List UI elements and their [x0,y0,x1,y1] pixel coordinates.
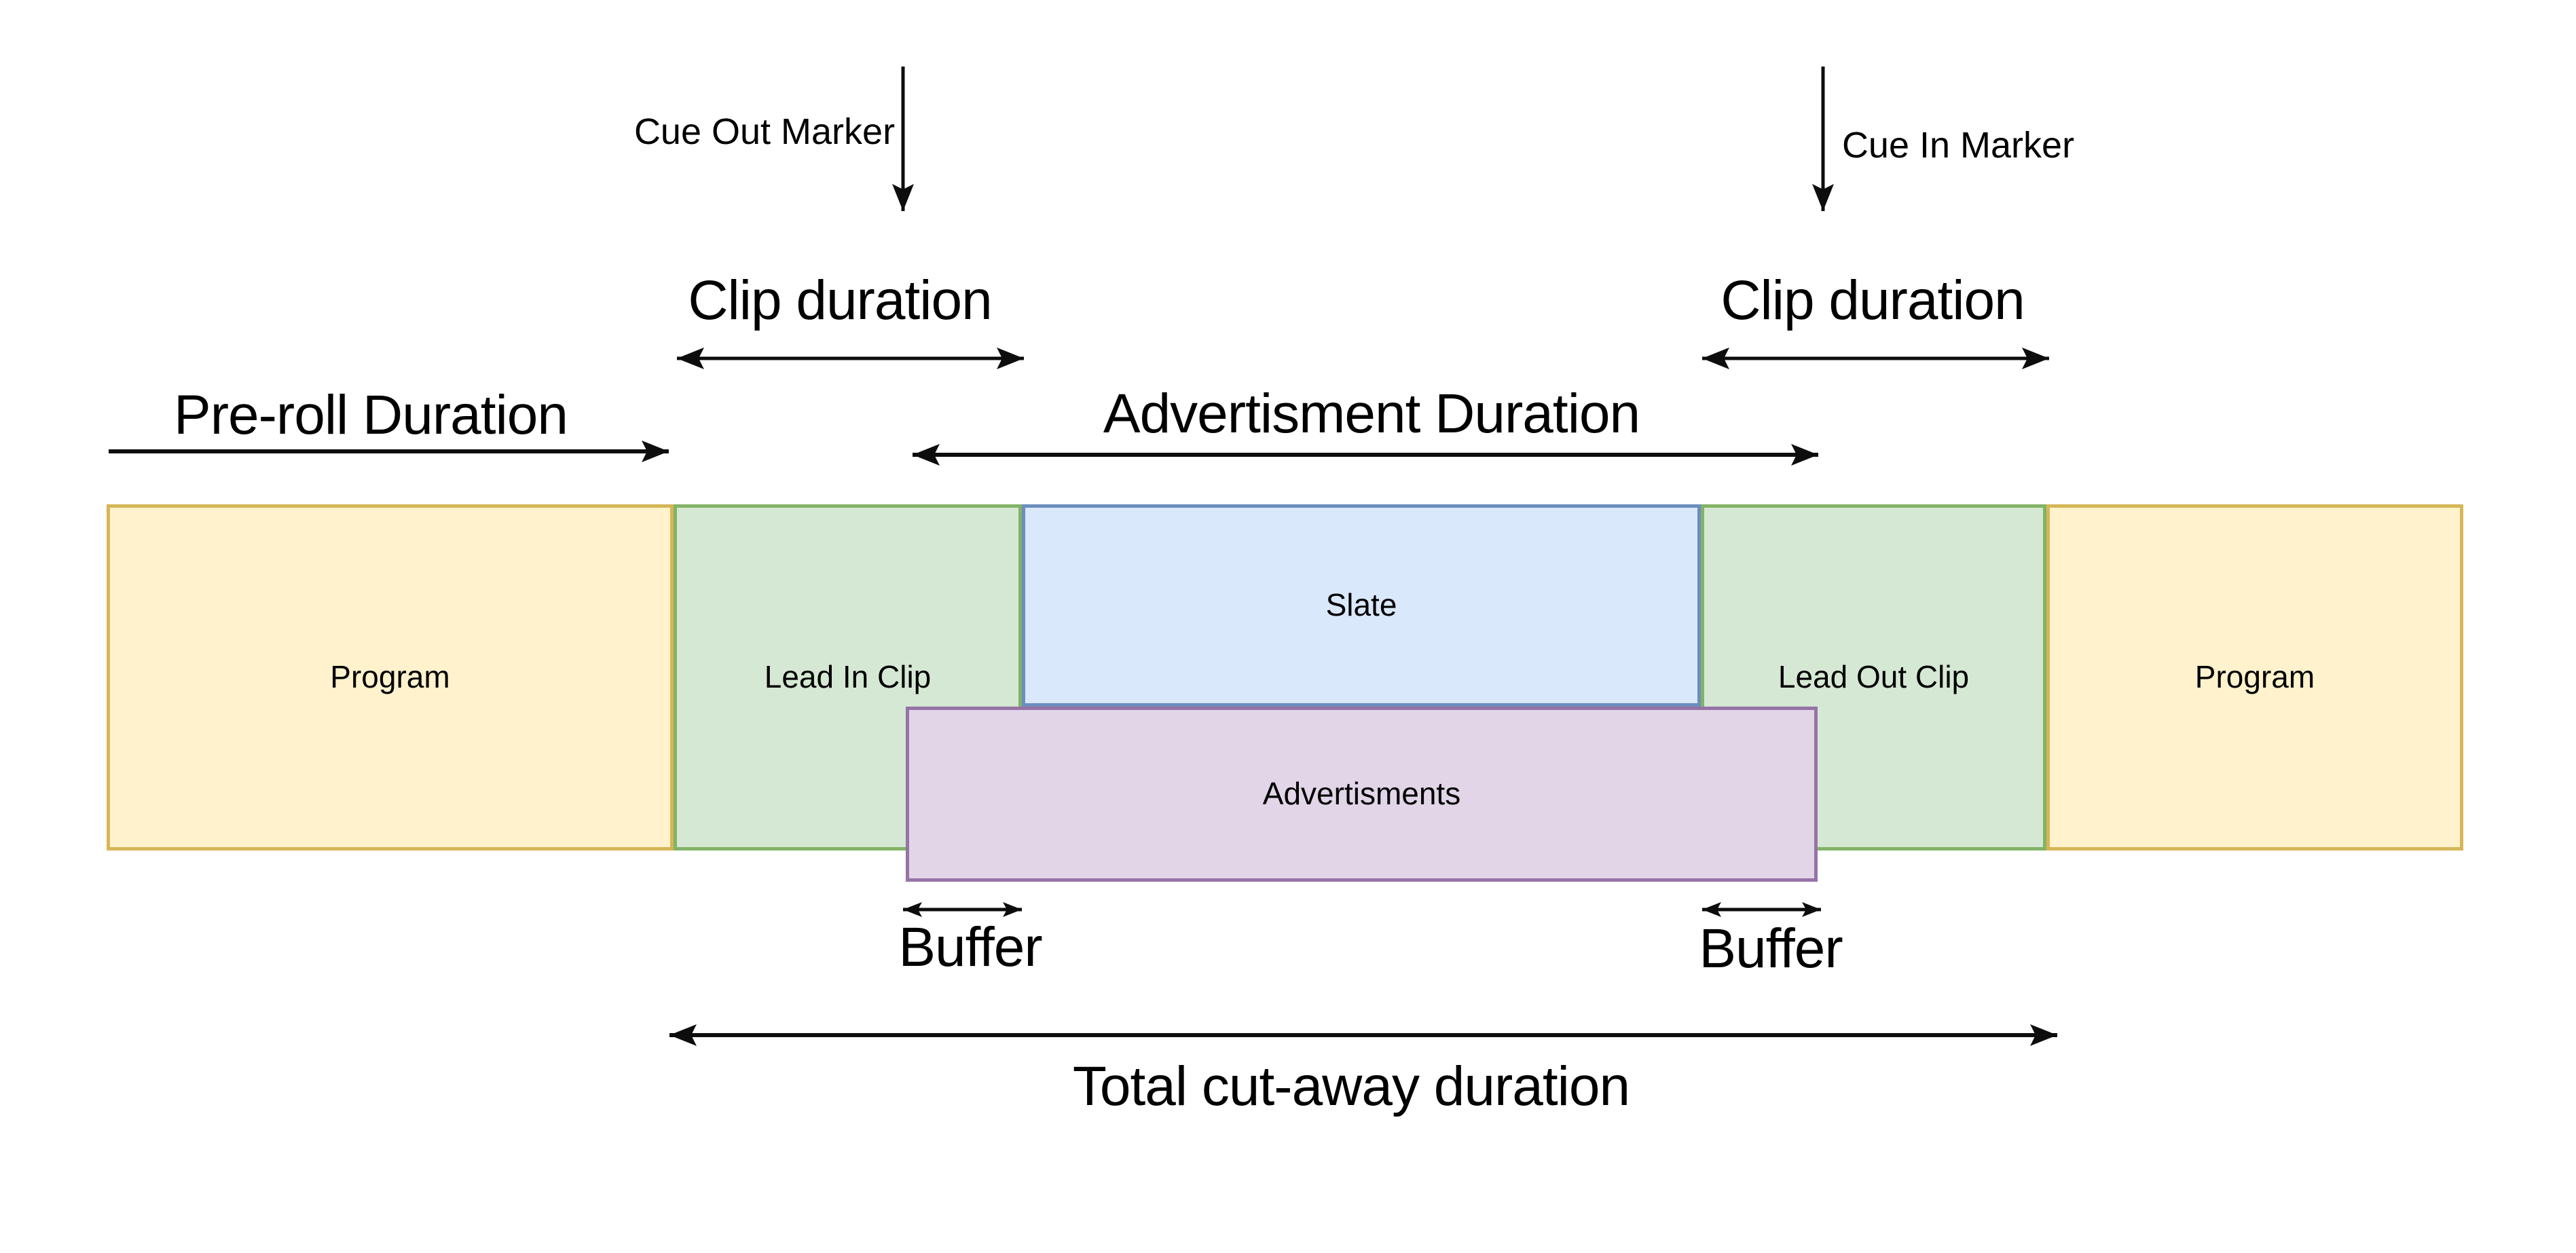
advertisments-overlay-box: Advertisments [906,707,1818,882]
lead-out-clip-label: Lead Out Clip [1778,659,1970,695]
advertisment-duration-label: Advertisment Duration [1103,383,1640,445]
program-right-label: Program [2194,659,2315,695]
total-cut-away-duration-label: Total cut-away duration [1072,1055,1630,1117]
clip-duration-right-label: Clip duration [1721,269,2025,331]
lead-out-clip-segment: Lead Out Clip [1701,504,2046,850]
buffer-right-label: Buffer [1699,918,1843,979]
cue-in-marker-label: Cue In Marker [1841,125,2075,166]
clip-duration-left-label: Clip duration [688,269,992,331]
lead-in-clip-label: Lead In Clip [764,659,932,695]
lead-in-clip-segment: Lead In Clip [674,504,1022,850]
buffer-left-label: Buffer [898,916,1042,978]
program-left-label: Program [330,659,450,695]
cue-out-marker-label: Cue Out Marker [633,111,896,152]
pre-roll-duration-label: Pre-roll Duration [174,384,568,446]
slate-label: Slate [1325,587,1397,623]
program-segment-right: Program [2046,504,2463,850]
advertisments-label: Advertisments [1262,776,1461,812]
slate-segment: Slate [1022,504,1701,707]
program-segment-left: Program [107,504,674,850]
